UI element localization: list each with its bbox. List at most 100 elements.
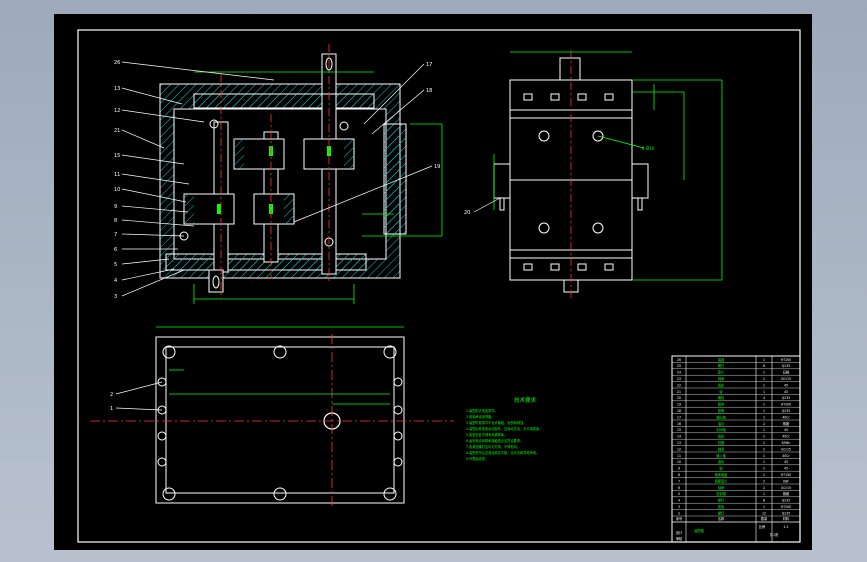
tech-req-line: 1.装配前清洗各零件。 — [466, 408, 498, 413]
bom-cell-no: 7 — [678, 479, 680, 483]
bom-cell-name: 挡圈 — [718, 440, 724, 445]
callout-right-2: 19 — [434, 164, 440, 170]
bom-cell-qty: 2 — [763, 467, 765, 471]
bom-cell-name: 中间轴 — [716, 427, 726, 432]
bom-cell-no: 9 — [678, 467, 680, 471]
bom-cell-qty: 2 — [763, 377, 765, 381]
side-hole-label: 4-Ø10 — [642, 146, 655, 151]
bom-cell-mat: Q235 — [782, 396, 791, 400]
bom-cell-mat: 45 — [784, 467, 788, 471]
bom-cell-name: 轴承端盖 — [715, 472, 729, 477]
plan-callout-1: 1 — [110, 406, 113, 412]
bom-cell-name: 轴承 — [718, 485, 725, 490]
bom-cell-no: 16 — [677, 422, 681, 426]
bom-cell-name: 键 — [719, 466, 723, 471]
bom-cell-qty: 1 — [763, 371, 765, 375]
bom-cell-no: 10 — [677, 460, 681, 464]
bom-cell-mat: GCr15 — [781, 486, 791, 490]
callout-left-9: 6 — [114, 247, 117, 253]
callout-left-11: 4 — [114, 278, 117, 284]
bom-cell-no: 24 — [677, 371, 681, 375]
bom-cell-name: 套筒 — [718, 408, 724, 413]
bom-cell-name: 输出轴 — [716, 414, 726, 419]
section-view — [121, 44, 443, 304]
bom-cell-name: 键 — [719, 389, 723, 394]
tech-requirements: 技术要求 1.装配前清洗各零件。 2.各轴承涂润滑脂。 3.装配时各零件不允许磕… — [466, 396, 542, 461]
tech-req-line: 6.齿轮啮合侧隙和接触斑点应符合要求。 — [466, 438, 523, 443]
tech-req-line: 3.装配时各零件不允许磕碰、划伤和锈蚀。 — [466, 420, 526, 425]
bom-cell-name: 底板 — [718, 504, 725, 509]
bom-cell-name: 齿轮 — [718, 434, 725, 439]
callout-left-7: 8 — [114, 218, 117, 224]
bom-cell-no: 19 — [677, 403, 681, 407]
sheet-label: 共1张 — [770, 532, 779, 537]
bom-cell-name: 螺钉 — [718, 510, 725, 515]
bom-cell-qty: 1 — [763, 460, 765, 464]
callout-left-12: 3 — [114, 294, 117, 300]
bom-cell-mat: 45 — [784, 390, 788, 394]
bom-cell-name: 齿轮 — [718, 459, 725, 464]
tech-req-line: 4.装配后检查各运动部件，应转动灵活，无卡阻现象。 — [466, 426, 542, 431]
drawing-svg: 26 13 12 21 15 11 10 9 8 7 6 5 4 3 17 18… — [77, 29, 801, 543]
bom-cell-qty: 2 — [763, 435, 765, 439]
bom-cell-qty: 2 — [763, 441, 765, 445]
callout-left-0: 13 — [114, 86, 120, 92]
bom-cell-no: 26 — [677, 358, 681, 362]
bom-cell-name: 油封 — [718, 421, 725, 426]
drawing-frame — [77, 29, 801, 543]
bom-cell-name: 齿轮 — [718, 382, 725, 387]
callout-left-2: 21 — [114, 128, 120, 134]
bom-cell-name: 螺钉 — [718, 363, 725, 368]
bom-cell-no: 12 — [677, 447, 681, 451]
bom-cell-mat: Q235 — [782, 364, 791, 368]
bom-cell-mat: 45 — [784, 460, 788, 464]
plan-callout-0: 2 — [110, 392, 113, 398]
bom-cell-mat: HT150 — [781, 473, 791, 477]
tech-req-line: 5.各密封处不得有渗漏现象。 — [466, 432, 507, 437]
bom-cell-qty: 2 — [763, 479, 765, 483]
bom-cell-mat: 橡胶 — [783, 421, 790, 426]
bom-cell-qty: 1 — [763, 505, 765, 509]
bom-cell-no: 14 — [677, 435, 681, 439]
bom-cell-mat: GCr15 — [781, 377, 791, 381]
scale-label: 比例 — [759, 524, 765, 529]
bom-cell-no: 5 — [678, 492, 680, 496]
callout-right-1: 18 — [426, 88, 432, 94]
callout-left-4: 11 — [114, 172, 120, 178]
bom-cell-qty: 1 — [763, 383, 765, 387]
bom-cell-mat: 45 — [784, 428, 788, 432]
bom-cell-mat: 65Mn — [782, 441, 791, 445]
bom-cell-qty: 1 — [763, 390, 765, 394]
bom-cell-no: 2 — [678, 511, 680, 515]
bom-cell-qty: 1 — [763, 403, 765, 407]
bom-cell-qty: 4 — [763, 396, 765, 400]
bom-cell-name: 箱体 — [718, 402, 725, 407]
bom-cell-name: 端盖 — [718, 357, 725, 362]
drawing-canvas[interactable]: 26 13 12 21 15 11 10 9 8 7 6 5 4 3 17 18… — [54, 14, 812, 550]
bom-cell-qty: 1 — [763, 454, 765, 458]
bom-cell-mat: 橡胶 — [783, 491, 790, 496]
bom-cell-qty: 2 — [763, 422, 765, 426]
bom-header-name: 名称 — [718, 516, 725, 521]
reviewer-label: 审核 — [676, 536, 683, 541]
callout-left-10: 5 — [114, 262, 117, 268]
bom-header-mat: 材料 — [783, 516, 790, 521]
drawing-name: 装配图 — [694, 528, 704, 533]
bom-cell-mat: GCr15 — [781, 447, 791, 451]
tech-req-line: 2.各轴承涂润滑脂。 — [466, 414, 495, 419]
bom-cell-no: 25 — [677, 364, 681, 368]
bom-cell-qty: 1 — [763, 428, 765, 432]
scale-value: 1:1 — [783, 525, 788, 529]
bom-cell-qty: 2 — [763, 473, 765, 477]
callout-left-5: 10 — [114, 187, 120, 193]
tech-req-line: 9.外表面涂漆。 — [466, 456, 488, 461]
bom-cell-no: 11 — [677, 454, 681, 458]
section-callout-numbers: 26 13 12 21 15 11 10 9 8 7 6 5 4 3 17 18… — [114, 60, 440, 300]
bom-cell-qty: 2 — [763, 486, 765, 490]
bom-cell-name: 螺栓 — [718, 395, 725, 400]
bom-cell-qty: 1 — [763, 409, 765, 413]
bom-cell-qty: 1 — [763, 492, 765, 496]
bom-cell-no: 17 — [677, 415, 681, 419]
